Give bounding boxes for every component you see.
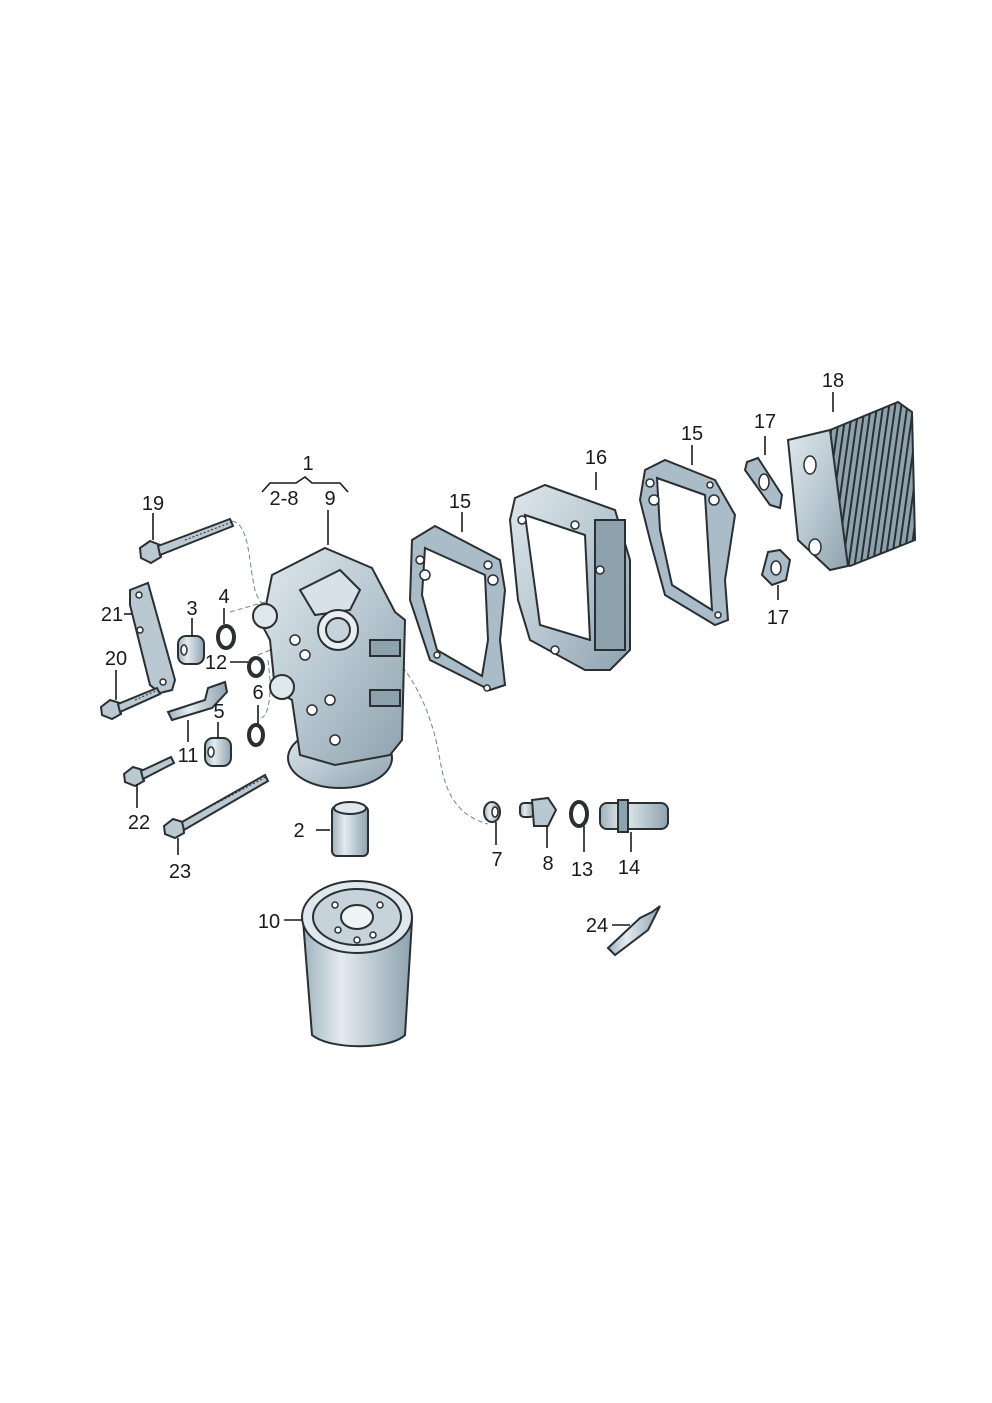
- part-14-sensor[interactable]: [599, 799, 669, 833]
- part-15-gasket-right[interactable]: [638, 458, 737, 627]
- callout-22: 22: [128, 812, 150, 834]
- callout-19: 19: [142, 493, 164, 515]
- callout-15-right: 15: [681, 423, 703, 445]
- part-4-o-ring[interactable]: [216, 624, 236, 650]
- callout-4: 4: [218, 586, 229, 608]
- part-16-adapter-frame[interactable]: [508, 483, 631, 671]
- callout-3: 3: [186, 598, 197, 620]
- part-13-seal-ring[interactable]: [569, 800, 589, 828]
- part-15-gasket-left[interactable]: [408, 524, 507, 692]
- callout-23: 23: [169, 861, 191, 883]
- callout-9: 9: [324, 488, 335, 510]
- part-19-bolt[interactable]: [138, 517, 235, 565]
- callout-21: 21: [101, 604, 123, 626]
- callout-7: 7: [491, 849, 502, 871]
- part-8-plug[interactable]: [519, 796, 558, 827]
- part-17-gasket-lower[interactable]: [760, 548, 792, 587]
- callout-10: 10: [258, 911, 280, 933]
- callout-15-left: 15: [449, 491, 471, 513]
- part-7-seal-ring[interactable]: [483, 801, 501, 823]
- callout-17-upper: 17: [754, 411, 776, 433]
- callout-20: 20: [105, 648, 127, 670]
- callout-8: 8: [542, 853, 553, 875]
- part-2-threaded-nipple[interactable]: [316, 801, 369, 857]
- callout-2-8: 2-8: [270, 488, 299, 510]
- part-24-sealant-tube[interactable]: [606, 905, 661, 957]
- part-5-bushing[interactable]: [204, 737, 232, 767]
- callout-2: 2: [293, 820, 304, 842]
- part-9-oil-filter-housing[interactable]: [252, 546, 407, 789]
- part-11-connector-pin[interactable]: [166, 680, 229, 722]
- part-6-o-ring[interactable]: [247, 723, 265, 747]
- callout-leader-lines: [115, 392, 834, 855]
- callout-18: 18: [822, 370, 844, 392]
- callout-14: 14: [618, 857, 640, 879]
- part-18-oil-cooler[interactable]: [786, 400, 917, 572]
- part-17-gasket-upper[interactable]: [743, 456, 784, 510]
- part-21-bracket[interactable]: [129, 581, 177, 695]
- part-10-oil-filter[interactable]: [284, 880, 414, 1048]
- callout-labels: 19 21 3 4 12 6 20 5 11 22 23 2 10 7 8 13…: [101, 370, 844, 937]
- callout-16: 16: [585, 447, 607, 469]
- part-12-o-ring[interactable]: [247, 656, 265, 678]
- callout-24: 24: [586, 915, 608, 937]
- callout-17-lower: 17: [767, 607, 789, 629]
- callout-12: 12: [205, 652, 227, 674]
- callout-1: 1: [302, 453, 313, 475]
- part-23-bolt[interactable]: [162, 773, 270, 840]
- part-20-bolt[interactable]: [99, 686, 162, 721]
- part-3-bushing[interactable]: [177, 635, 205, 665]
- group-bracket-1: 1 2-8 9: [261, 453, 349, 545]
- part-22-bolt[interactable]: [122, 755, 176, 788]
- callout-6: 6: [252, 682, 263, 704]
- callout-5: 5: [213, 701, 224, 723]
- callout-11: 11: [178, 745, 199, 767]
- callout-13: 13: [571, 859, 593, 881]
